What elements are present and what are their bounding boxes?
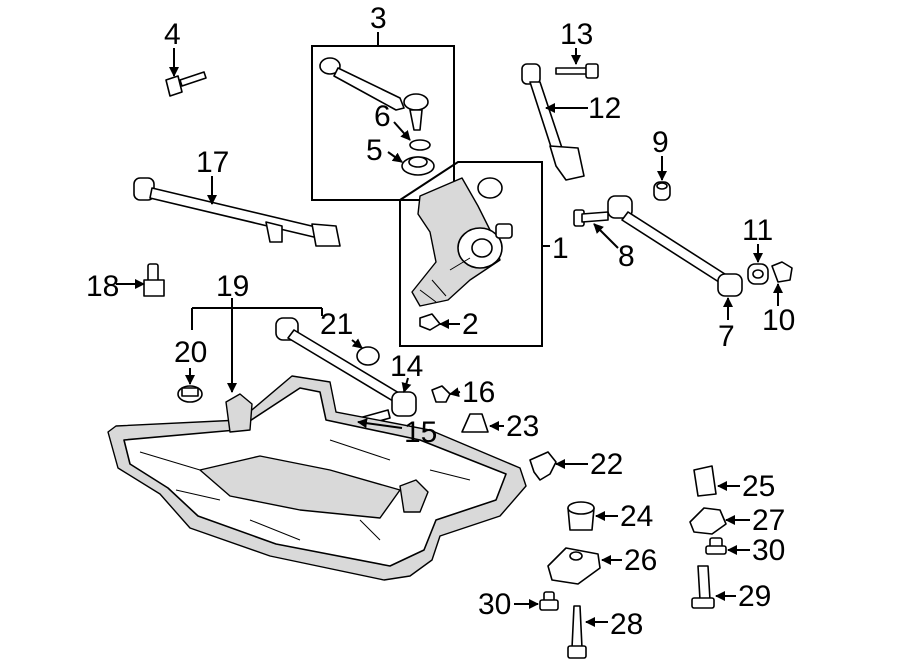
- callout-21: 21: [320, 308, 353, 341]
- callout-11: 11: [742, 214, 773, 247]
- callout-17: 17: [196, 146, 229, 179]
- part-28-bolt: [567, 605, 587, 659]
- callout-1: 1: [552, 232, 569, 265]
- part-30-bolt-right: [705, 537, 727, 555]
- callout-23: 23: [506, 410, 539, 443]
- callout-10: 10: [762, 304, 795, 337]
- callout-3: 3: [370, 2, 387, 35]
- callout-5: 5: [366, 134, 383, 167]
- callout-4: 4: [164, 18, 181, 51]
- part-8-bolt: [573, 209, 609, 227]
- part-9-bushing: [653, 181, 671, 201]
- part-2-bolt: [419, 313, 441, 331]
- part-29-bolt: [691, 565, 715, 609]
- part-10-nut: [771, 261, 793, 283]
- part-19-subframe: [107, 375, 527, 581]
- part-16-nut: [431, 385, 451, 403]
- part-18-bolt: [143, 263, 165, 297]
- part-1-knuckle: [411, 177, 513, 307]
- callout-18: 18: [86, 270, 119, 303]
- part-27-bracket: [689, 507, 727, 535]
- part-17-lower-arm: [133, 177, 341, 247]
- part-11-bushing: [747, 263, 769, 285]
- part-25-clip: [693, 465, 717, 497]
- callout-labels: 4 3 6 5 13 12 9 17 1 8 11 10 7 18 19 2 2…: [86, 2, 795, 641]
- callout-30-left: 30: [478, 588, 511, 621]
- callout-27: 27: [752, 504, 785, 537]
- part-26-plate: [547, 547, 601, 585]
- callout-24: 24: [620, 500, 653, 533]
- callout-25: 25: [742, 470, 775, 503]
- part-20-bushing: [177, 385, 203, 403]
- callout-19: 19: [216, 270, 249, 303]
- part-13-bolt: [555, 63, 599, 79]
- callout-13: 13: [560, 18, 593, 51]
- callout-6: 6: [374, 100, 391, 133]
- callout-7: 7: [718, 320, 735, 353]
- part-21-bushing: [356, 346, 380, 366]
- callout-16: 16: [462, 376, 495, 409]
- part-24-cap: [567, 501, 595, 531]
- callout-29: 29: [738, 580, 771, 613]
- part-3-upper-arm: [319, 57, 429, 131]
- part-5-boot: [401, 156, 435, 176]
- box-part-1: [399, 161, 543, 347]
- part-14-link: [275, 317, 417, 417]
- callout-8: 8: [618, 240, 635, 273]
- callout-9: 9: [652, 126, 669, 159]
- callout-22: 22: [590, 448, 623, 481]
- callout-30-right: 30: [752, 534, 785, 567]
- box-part-3: [311, 45, 455, 201]
- leader-lines: [116, 32, 783, 627]
- callout-15: 15: [404, 416, 437, 449]
- part-4-bolt: [165, 71, 207, 97]
- callout-26: 26: [624, 544, 657, 577]
- part-7-link: [607, 195, 743, 297]
- callout-14: 14: [390, 350, 423, 383]
- part-23-cup: [461, 413, 489, 433]
- callout-28: 28: [610, 608, 643, 641]
- part-6-seal: [409, 139, 431, 151]
- callout-20: 20: [174, 336, 207, 369]
- part-12-link: [521, 63, 585, 181]
- part-30-bolt-left: [539, 591, 559, 611]
- callout-12: 12: [588, 92, 621, 125]
- callout-2: 2: [462, 308, 479, 341]
- part-22-bracket: [529, 451, 557, 481]
